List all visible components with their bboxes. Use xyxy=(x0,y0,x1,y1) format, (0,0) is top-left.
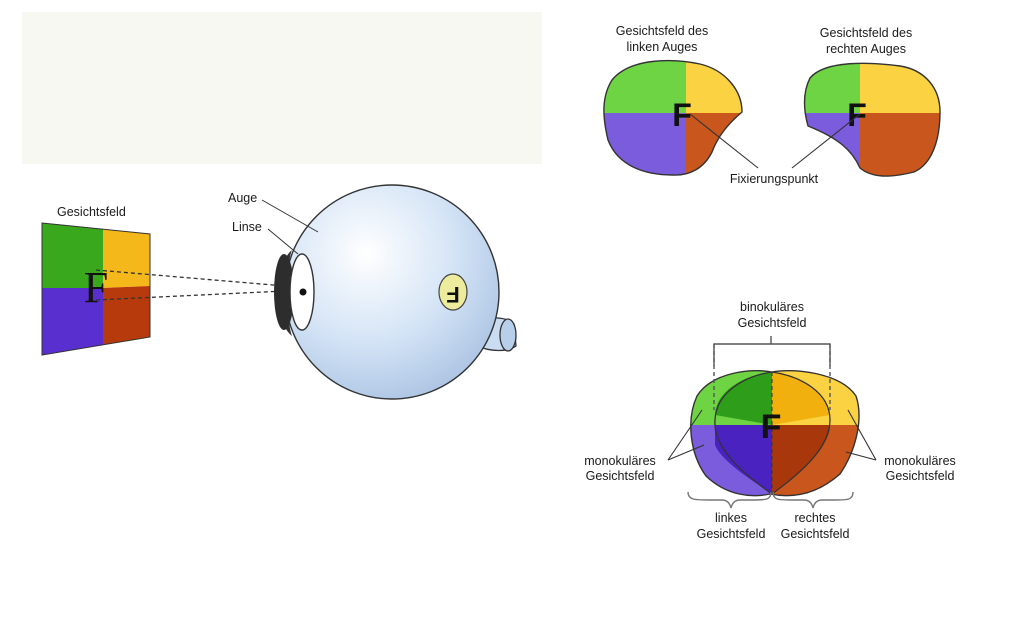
label-monocular-left-1: monokuläres xyxy=(584,454,656,468)
label-right-field-2: Gesichtsfeld xyxy=(781,527,850,541)
binocular-bracket xyxy=(713,336,831,410)
label-left-field-1: linkes xyxy=(715,511,747,525)
background-panel xyxy=(22,12,542,164)
binocular-letter: F xyxy=(761,408,782,446)
label-left-field-2: Gesichtsfeld xyxy=(697,527,766,541)
retina-spot xyxy=(438,273,468,311)
label-left-eye-field-1: Gesichtsfeld des xyxy=(616,24,708,38)
label-monocular-left-2: Gesichtsfeld xyxy=(586,469,655,483)
label-visual-field: Gesichtsfeld xyxy=(57,205,126,219)
bottom-braces xyxy=(687,491,854,509)
left-field-letter: F xyxy=(672,97,692,133)
label-left-eye-field-2: linken Auges xyxy=(627,40,698,54)
label-fixation-point: Fixierungspunkt xyxy=(730,172,819,186)
nodal-point xyxy=(299,288,307,296)
label-right-eye-field-2: rechten Auges xyxy=(826,42,906,56)
left-eye-field: F xyxy=(603,59,743,176)
label-lens: Linse xyxy=(232,220,262,234)
label-eye: Auge xyxy=(228,191,257,205)
binocular-field: F xyxy=(690,369,860,497)
field-quadrant-yellow xyxy=(103,229,150,288)
field-quadrant-orange xyxy=(103,286,150,345)
label-monocular-right-2: Gesichtsfeld xyxy=(886,469,955,483)
monocular-pointers xyxy=(667,409,877,461)
right-field-letter: F xyxy=(847,97,867,133)
label-binocular-2: Gesichtsfeld xyxy=(738,316,807,330)
field-quadrant-purple xyxy=(42,288,103,355)
visual-field-square: F xyxy=(41,222,151,356)
right-eye-field: F xyxy=(803,62,941,177)
label-right-field-1: rechtes xyxy=(795,511,836,525)
label-binocular-1: binokuläres xyxy=(740,300,804,314)
fixation-pointers xyxy=(689,113,861,169)
field-quadrant-green xyxy=(42,223,103,288)
label-monocular-right-1: monokuläres xyxy=(884,454,956,468)
retina-letter: F xyxy=(446,282,459,307)
eyeball: F xyxy=(274,184,517,400)
label-right-eye-field-1: Gesichtsfeld des xyxy=(820,26,912,40)
